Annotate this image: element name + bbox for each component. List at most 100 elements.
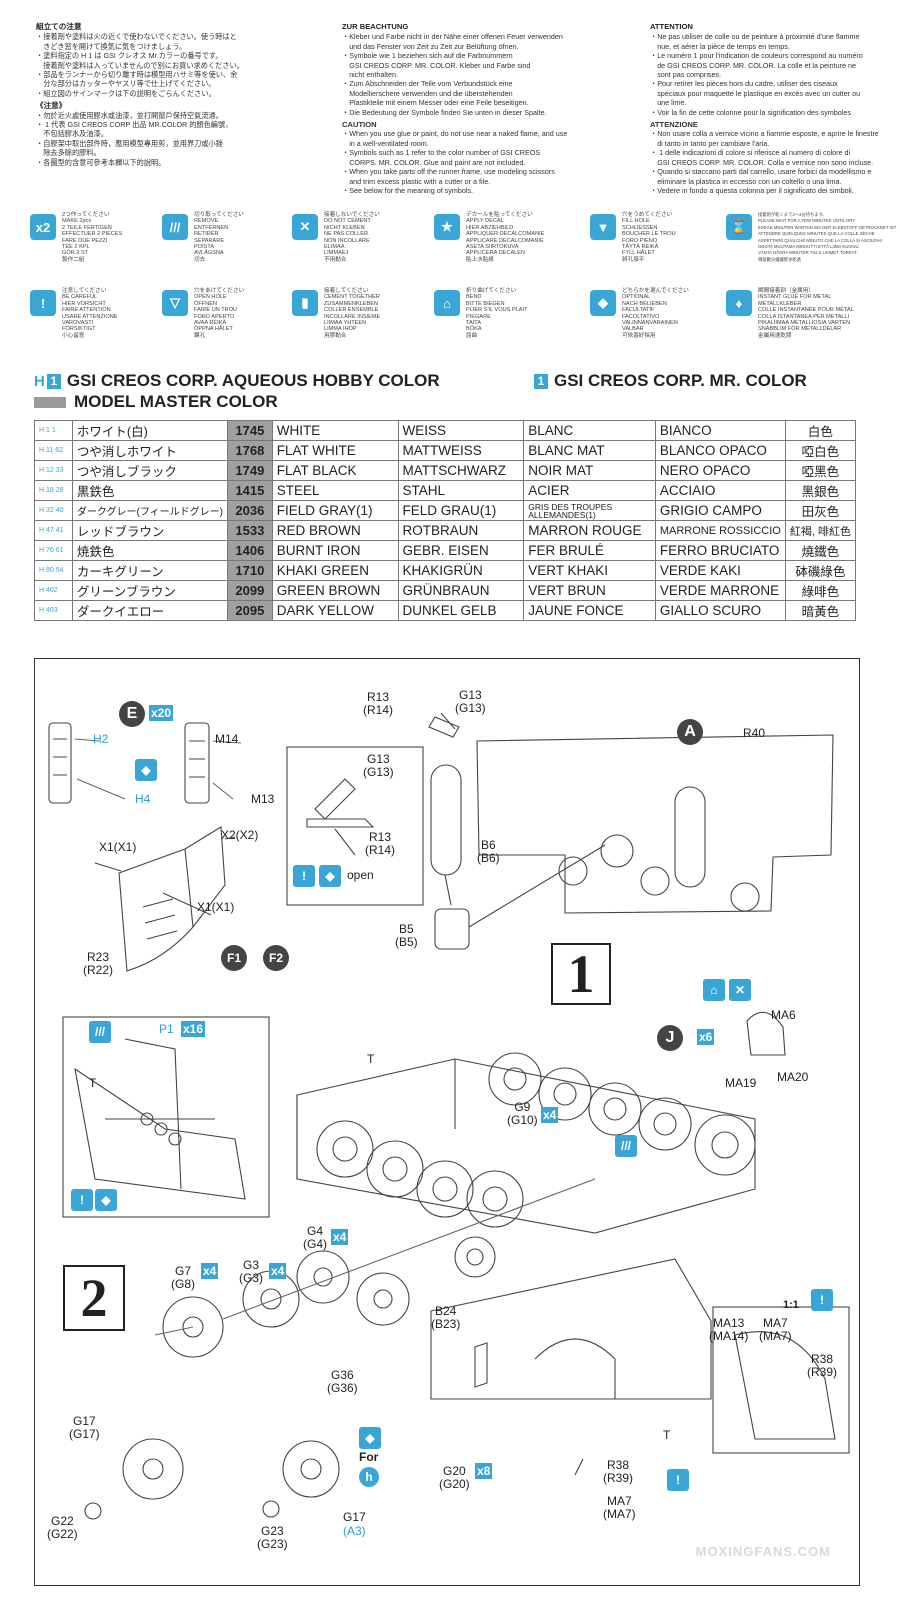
caution-line: nue, et aérer la pièce de temps en temps… [650, 41, 790, 51]
caution-line: de GSI CREOS CORP. MR. COLOR. La colle e… [650, 60, 856, 70]
color-name-ja: 黒鉄色 [71, 480, 228, 501]
lower-hull-part [296, 1058, 756, 1234]
color-code: H 12 33 [34, 460, 73, 481]
inset-box [286, 746, 424, 906]
color-name-it: BIANCO [654, 420, 786, 441]
part-label-ma7b: MA7 (MA7) [603, 1494, 636, 1521]
color-name-ja: ホワイト(白) [71, 420, 228, 441]
part-label-r23: R23 (R22) [83, 950, 114, 977]
no-cement-icon: ✕ [729, 979, 751, 1001]
aqueous-color-header: H 1 GSI CREOS CORP. AQUEOUS HOBBY COLOR [34, 371, 440, 391]
caution-line: ・Die Bedeutung der Symbole finden Sie un… [342, 107, 547, 117]
part-label-b5: B5 (B5) [395, 922, 418, 949]
careful-icon: ! [293, 865, 315, 887]
assembly-drawing [48, 712, 850, 1520]
caution-line: sont pas comprises. [650, 70, 722, 80]
remove-icon: /// [162, 214, 188, 240]
part-group-f2-bubble: F2 [263, 945, 289, 971]
color-name-en: DARK YELLOW [271, 600, 399, 621]
part-label-g7: G7 (G8) [171, 1264, 195, 1291]
color-name-fr: BLANC [523, 420, 656, 441]
table-row: H 47 41 レッドブラウン 1533 RED BROWN ROTBRAUN … [34, 520, 857, 541]
mudguard-part [118, 848, 194, 972]
color-name-it: VERDE MARRONE [654, 580, 786, 601]
caution-subtitle-zh: 《注意》 [36, 101, 67, 111]
part-label-g23: G23 (G23) [257, 1524, 288, 1551]
caution-line: ・Kleber und Farbe nicht in der Nähe eine… [342, 32, 563, 42]
no-cement-icon: ✕ [292, 214, 318, 240]
x2-icon: x2 [30, 214, 56, 240]
cement-together-icon: ▮ [292, 290, 318, 316]
caution-german-english: ZUR BEACHTUNG ・Kleber und Farbe nicht in… [342, 22, 574, 195]
part-label-g20: G20 (G20) [439, 1464, 470, 1491]
color-code: H 1 1 [34, 420, 73, 441]
color-number: 1745 [226, 420, 273, 441]
part-label-g17b: G17 [343, 1510, 366, 1524]
color-name-it: ACCIAIO [654, 480, 786, 501]
caution-line: ・Non usare colla a vernice vicino a fiam… [650, 129, 878, 139]
color-name-de: MATTSCHWARZ [397, 460, 525, 481]
caution-line: GSI CREOS CORP. MR. COLOR. Kleber und Fa… [342, 60, 531, 70]
part-label-ma20: MA20 [777, 1070, 809, 1084]
caution-lines-de: ・Kleber und Farbe nicht in der Nähe eine… [342, 32, 574, 117]
table-row: H 32 40 ダークグレー(フィールドグレー) 2036 FIELD GRAY… [34, 500, 857, 521]
model-master-header-text: MODEL MASTER COLOR [74, 392, 278, 411]
color-name-en: BURNT IRON [271, 540, 399, 561]
caution-line: 不包括膠水及油漆。 [36, 129, 108, 139]
track-link-part [184, 722, 210, 804]
for-label: For [359, 1450, 379, 1464]
color-number: 2036 [226, 500, 273, 521]
color-name-zh: 紅褐, 啡紅色 [784, 520, 857, 541]
color-name-fr: VERT KHAKI [523, 560, 656, 581]
table-row: H 1 1 ホワイト(白) 1745 WHITE WEISS BLANC BIA… [34, 420, 857, 441]
model-master-swatch [34, 396, 66, 408]
caution-line: ・Vedere in fondo a questa colonna per il… [650, 185, 854, 195]
caution-line: ・Ne pas utiliser de colle ou de peinture… [650, 32, 860, 42]
cylinder-part [430, 764, 462, 876]
part-label-r40: R40 [743, 726, 766, 740]
color-code: H 80 54 [34, 560, 73, 581]
part-label-a3: (A3) [343, 1524, 366, 1538]
part-label-p1: P1 [159, 1022, 174, 1036]
color-name-fr: BLANC MAT [523, 440, 656, 461]
caution-line: nicht enthalten. [342, 70, 398, 80]
optional-icon: ◆ [590, 290, 616, 316]
assembly-diagram: 1 2 E A J F1 F2 x20 x16 x6 x4 x4 x4 x4 x… [34, 658, 860, 1586]
version-h-bubble: h [359, 1467, 379, 1487]
bend-icon: ⌂ [703, 979, 725, 1001]
mr-header-text: GSI CREOS CORP. MR. COLOR [554, 371, 807, 390]
aqueous-badge-h: H [34, 372, 45, 390]
part-group-a-bubble: A [677, 719, 703, 745]
caution-line: ・接着剤や塗料は火の近くで使わないでください。使う時はと [36, 32, 237, 42]
part-label-g4: G4 (G4) [303, 1224, 327, 1251]
part-label-g22: G22 (G22) [47, 1514, 78, 1541]
caution-japanese: 組立ての注意 ・接着剤や塗料は火の近くで使わないでください。使う時はと きどき窓… [36, 22, 276, 167]
step-2-number: 2 [63, 1265, 125, 1331]
caution-line: ・Zum Abschneiden der Teile vom Verbundst… [342, 79, 513, 89]
legend-text: 接着剤が乾くまで2〜3分待ちます。PLEASE WAIT FOR A FEW M… [758, 212, 897, 262]
color-name-en: GREEN BROWN [271, 580, 399, 601]
caution-line: ・部品をランナーから切り離す時は模型用ハサミ等を使い、余 [36, 70, 238, 80]
quantity-badge: x4 [201, 1263, 219, 1279]
fill-hole-icon: ▼ [590, 214, 616, 240]
color-name-en: KHAKI GREEN [271, 560, 399, 581]
part-label-g13-inset: G13 (G13) [363, 752, 394, 779]
part-label-m14: M14 [215, 732, 239, 746]
caution-line: ・Le numéro 1 pour l'indication de couleu… [650, 51, 863, 61]
table-row: H 76 61 焼鉄色 1406 BURNT IRON GEBR. EISEN … [34, 540, 857, 561]
color-name-de: MATTWEISS [397, 440, 525, 461]
glue-wait-icon: ⌛ [726, 214, 752, 240]
caution-line: ・Voir la fin de cette colonne pour la si… [650, 107, 851, 117]
careful-icon: ! [71, 1189, 93, 1211]
quantity-badge: x20 [149, 705, 174, 721]
part-label-x1b: X1(X1) [197, 900, 235, 914]
inset-panel [430, 1258, 712, 1400]
color-code: H 11 62 [34, 440, 73, 461]
